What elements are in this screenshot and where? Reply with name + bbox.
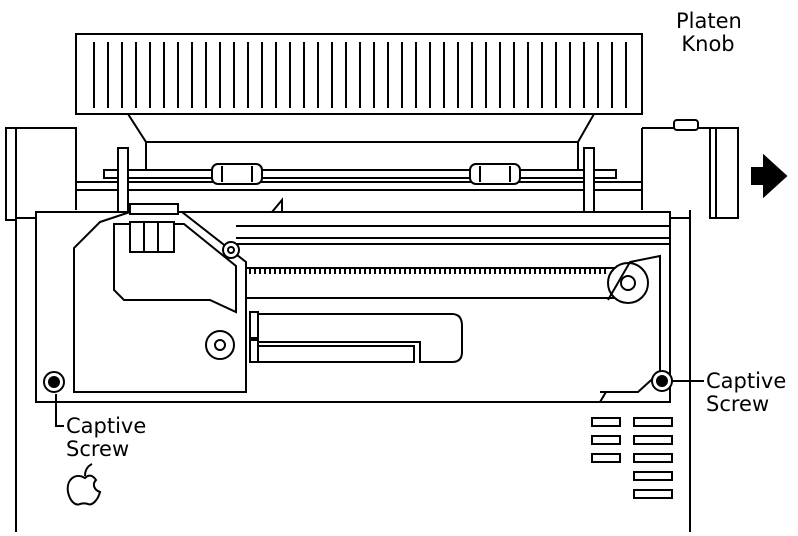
base-panel [36,391,670,403]
platen-knob [709,127,739,219]
vent-slots [591,417,673,499]
captive-screw-right-label: Captive Screw [706,370,786,416]
platen-knob-label-line2: Knob [681,32,735,56]
paper-cover [75,33,643,115]
captive-screw-left-label-line1: Captive [66,414,147,438]
captive-screw-left [43,371,65,427]
captive-screw-right-label-line1: Captive [706,369,787,393]
print-head [73,203,247,393]
platen-knob-label: Platen Knob [676,9,742,56]
apple-logo-icon [66,463,102,506]
drive-belt [245,254,661,393]
captive-screw-right [651,370,704,392]
left-side-panel [5,127,77,221]
arrow-right-icon [751,153,788,199]
captive-screw-left-label-line2: Screw [66,437,130,461]
right-side-panel [642,119,711,210]
ribbon-cable [249,311,463,363]
paper-bail [76,113,642,213]
platen-knob-label-line1: Platen [676,9,742,33]
captive-screw-left-label: Captive Screw [66,415,146,461]
carriage-rails [140,197,670,245]
captive-screw-right-label-line2: Screw [706,392,770,416]
